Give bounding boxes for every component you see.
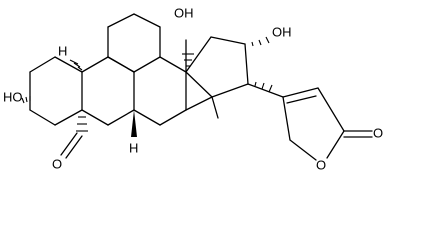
label-oh-c3: HO xyxy=(3,89,23,104)
bond-c17-c13 xyxy=(211,83,249,98)
bond-c1-c2 xyxy=(54,56,83,73)
label-o-lactone-ring: O xyxy=(316,157,326,172)
ring-d-upper xyxy=(107,13,161,73)
ring-a xyxy=(29,56,83,126)
ring-butenolide xyxy=(247,83,373,161)
label-h-c9: H xyxy=(129,140,138,155)
bond-c16-c17 xyxy=(244,43,249,85)
molecule-structure: HO OH OH H H O O O xyxy=(3,5,383,172)
bond-c9-c10 xyxy=(81,109,109,126)
bond-c13-c12b xyxy=(185,96,213,111)
bond-c23-c22 xyxy=(317,87,345,132)
hashed-bond-c10-cho xyxy=(76,116,88,132)
label-oh-c16: OH xyxy=(272,24,292,39)
bond-c8-c14 xyxy=(133,56,161,73)
bond-c17-c20 xyxy=(247,83,284,98)
ring-c xyxy=(133,56,187,126)
hashed-bond-c17-c20 xyxy=(254,81,273,93)
bond-c20-c22-double xyxy=(286,95,317,104)
bond-c20-c21 xyxy=(282,96,291,141)
wedge-bond-c9-h xyxy=(131,110,137,137)
label-o-aldehyde: O xyxy=(52,156,62,171)
bond-top-2 xyxy=(133,13,161,28)
bond-c4-c5 xyxy=(29,109,56,126)
hashed-bond-c14-oh xyxy=(182,53,194,67)
bond-top-1 xyxy=(107,13,135,28)
hashed-bond-c5-h xyxy=(69,59,83,71)
bond-c5r-c6 xyxy=(81,56,109,73)
bond-cho-c-o xyxy=(65,135,83,159)
bond-c12-c11 xyxy=(159,109,187,126)
structure-canvas: HO OH OH H H O O O xyxy=(3,5,383,172)
label-o-carbonyl: O xyxy=(373,125,383,140)
hashed-bond-c3-oh xyxy=(21,96,31,104)
bond-c13-methyl xyxy=(211,96,219,119)
bond-c5-c10 xyxy=(54,109,83,126)
substituents xyxy=(21,36,273,159)
bond-c2-c3 xyxy=(29,56,56,73)
atom-labels: HO OH OH H H O O O xyxy=(3,5,383,172)
hashed-bond-c16-oh xyxy=(251,36,270,47)
bond-c13-c14b xyxy=(185,71,213,98)
bond-c11-c9 xyxy=(133,109,161,126)
bond-c21-o xyxy=(289,139,317,161)
bond-o-c23 xyxy=(326,130,345,159)
label-h-c5: H xyxy=(58,43,67,58)
label-oh-c14: OH xyxy=(174,5,194,20)
bond-c14-c13 xyxy=(159,56,187,73)
bond-c8-c9 xyxy=(107,109,135,126)
bond-c7-c8a xyxy=(107,56,135,73)
ring-cyclopentane xyxy=(185,36,249,111)
bond-c15-c16 xyxy=(210,36,246,45)
bond-c22-c20 xyxy=(282,87,319,98)
bond-cho-c-o-double xyxy=(60,132,78,156)
bond-c14-c15 xyxy=(185,36,212,73)
